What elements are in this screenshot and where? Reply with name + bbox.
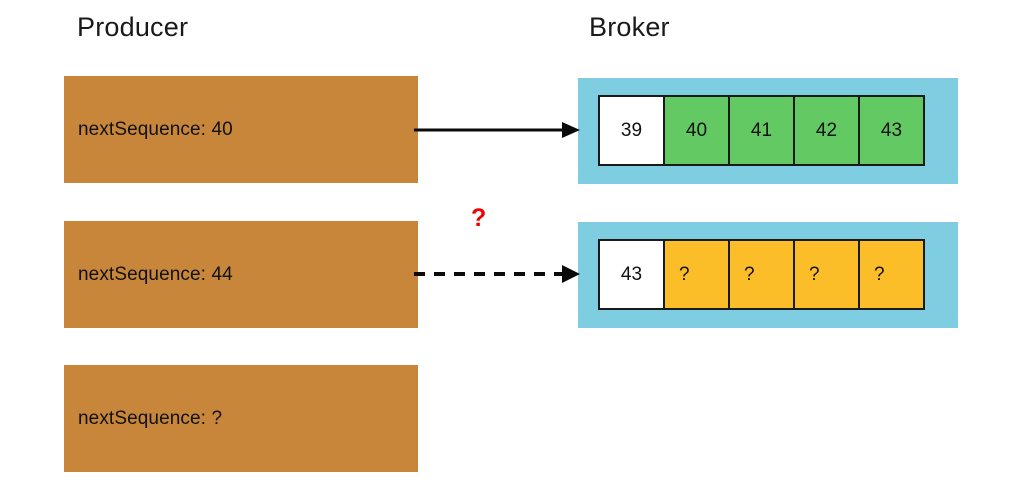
log-cell-value: 40 <box>685 119 708 141</box>
log-cell-unknown: ? <box>793 239 860 310</box>
column-title-producer: Producer <box>77 12 189 42</box>
log-cell-value: ? <box>874 263 885 285</box>
producer-next-sequence-label: nextSequence: ? <box>78 407 223 429</box>
broker-log-panel: 39 40 41 42 43 <box>578 78 958 184</box>
log-cell-value: 43 <box>880 119 903 141</box>
log-cell-value: 43 <box>620 263 643 285</box>
log-cell-value: ? <box>744 263 755 285</box>
broker-log-cell-strip: 39 40 41 42 43 <box>598 95 925 166</box>
column-title-broker: Broker <box>589 12 670 42</box>
log-cell-value: 39 <box>620 119 643 141</box>
uncertainty-question-mark: ? <box>471 204 487 232</box>
log-cell-committed: 43 <box>598 239 665 310</box>
producer-next-sequence-label: nextSequence: 44 <box>78 263 233 285</box>
log-cell-unknown: ? <box>858 239 925 310</box>
arrow-dashed-right <box>414 265 580 283</box>
log-cell-committed: 39 <box>598 95 665 166</box>
log-cell-value: 41 <box>750 119 773 141</box>
producer-state-box: nextSequence: 44 <box>64 221 418 328</box>
log-cell-acknowledged: 43 <box>858 95 925 166</box>
broker-log-cell-strip: 43 ? ? ? ? <box>598 239 925 310</box>
arrow-solid-right <box>414 122 580 138</box>
log-cell-unknown: ? <box>663 239 730 310</box>
producer-next-sequence-label: nextSequence: 40 <box>78 118 233 140</box>
log-cell-acknowledged: 42 <box>793 95 860 166</box>
log-cell-value: ? <box>809 263 820 285</box>
log-cell-acknowledged: 40 <box>663 95 730 166</box>
broker-log-panel: 43 ? ? ? ? <box>578 222 958 328</box>
producer-state-box: nextSequence: ? <box>64 365 418 472</box>
log-cell-value: ? <box>679 263 690 285</box>
log-cell-value: 42 <box>815 119 838 141</box>
log-cell-unknown: ? <box>728 239 795 310</box>
log-cell-acknowledged: 41 <box>728 95 795 166</box>
producer-state-box: nextSequence: 40 <box>64 76 418 183</box>
